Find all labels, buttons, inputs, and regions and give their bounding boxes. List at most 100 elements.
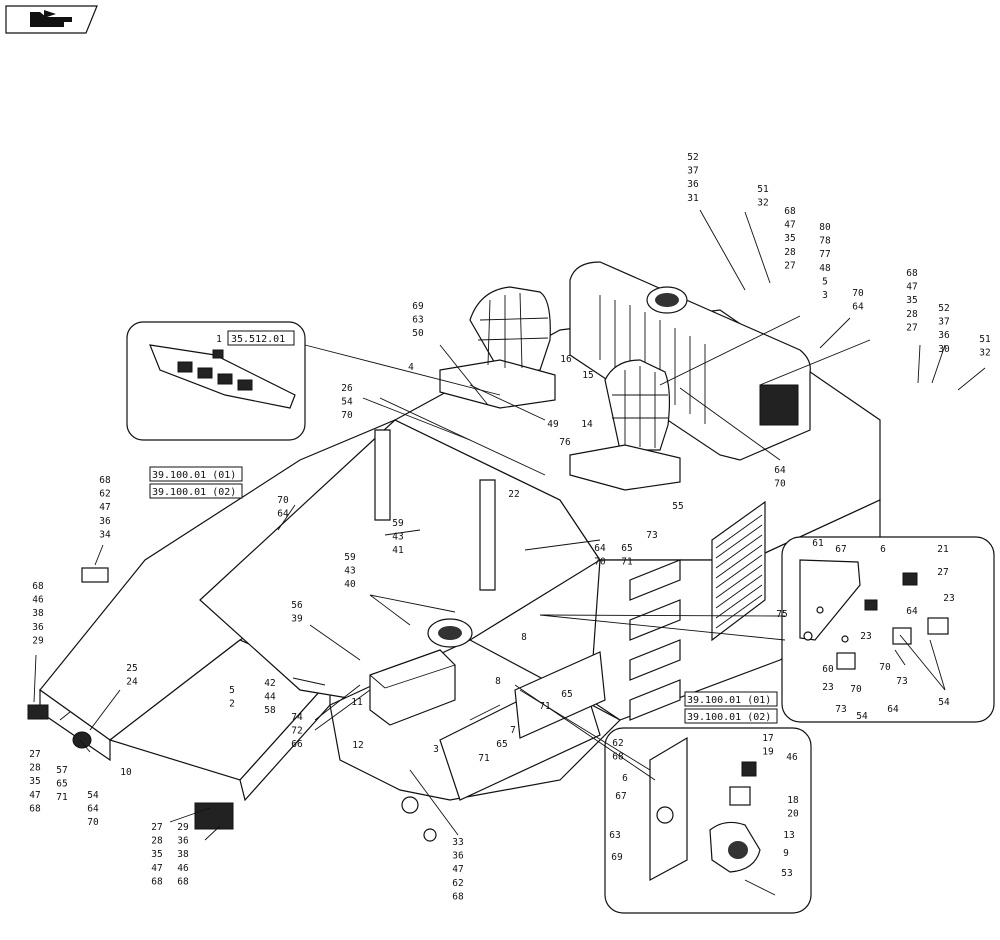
label-part: 64: [887, 704, 899, 715]
callout-number: 31: [687, 193, 699, 204]
label-part: 46: [786, 752, 798, 763]
label-part: 21: [937, 544, 949, 555]
label-part: 60: [822, 664, 834, 675]
single-labels: 4 16 15 49 14 76 22 55 73 8 71 65 8 7 65…: [120, 334, 954, 879]
label-part: 75: [776, 609, 787, 620]
label-part: 53: [781, 868, 792, 879]
callout-number: 69: [412, 301, 424, 312]
label-part: 11: [351, 697, 363, 708]
callout-number: 64: [87, 804, 99, 815]
callout-number: 47: [906, 282, 917, 293]
callout-number: 51: [979, 334, 991, 345]
operator-seat-left: [439, 286, 556, 409]
callout-number: 27: [906, 322, 917, 333]
callout-number: 28: [151, 836, 163, 847]
label-part: 23: [943, 593, 954, 604]
access-steps: [629, 559, 681, 721]
callout-number: 68: [32, 581, 44, 592]
callout-number: 27: [784, 260, 795, 271]
leader-lines: [33, 209, 986, 841]
label-part: 10: [120, 767, 132, 778]
label-part: 22: [508, 489, 519, 500]
callout-number: 39: [291, 614, 303, 625]
label-part: 8: [495, 676, 501, 687]
label-part: 76: [559, 437, 571, 448]
callout-number: 37: [687, 166, 698, 177]
label-part: 63: [609, 830, 620, 841]
callout-number: 54: [341, 397, 353, 408]
callout-number: 68: [151, 876, 163, 887]
callout-number: 47: [784, 220, 795, 231]
side-grille: [711, 500, 766, 642]
label-part: 67: [835, 544, 846, 555]
label-part: 9: [783, 848, 789, 859]
label-part: 8: [521, 632, 527, 643]
callout-number: 51: [757, 184, 769, 195]
callout-number: 35: [784, 233, 795, 244]
callout-number: 50: [412, 328, 424, 339]
callout-number: 64: [852, 302, 864, 313]
callout-number: 43: [344, 566, 355, 577]
callout-number: 54: [87, 790, 99, 801]
callout-number: 44: [264, 692, 276, 703]
callout-number: 18: [787, 795, 799, 806]
callout-number: 36: [99, 516, 111, 527]
callout-number: 33: [452, 837, 463, 848]
callout-number: 70: [277, 495, 289, 506]
callout-number: 34: [99, 529, 111, 540]
inset-relay-bracket: [781, 536, 995, 723]
label-part: 1: [216, 334, 222, 345]
callout-number: 27: [151, 822, 162, 833]
callout-number: 52: [687, 152, 698, 163]
callout-number: 64: [774, 465, 786, 476]
callout-number: 36: [687, 179, 699, 190]
callout-number: 68: [99, 475, 111, 486]
callout-number: 35: [906, 295, 917, 306]
label-part: 73: [896, 676, 907, 687]
callout-number: 52: [938, 303, 949, 314]
callout-number: 59: [392, 518, 404, 529]
machine-frame: [27, 261, 881, 842]
callout-number: 36: [32, 622, 44, 633]
callout-number: 29: [32, 635, 44, 646]
label-part: 73: [835, 704, 846, 715]
callout-number: 30: [938, 344, 950, 355]
callout-number: 25: [126, 663, 137, 674]
callout-number: 62: [99, 489, 110, 500]
label-part: 13: [783, 830, 794, 841]
label-part: 69: [611, 852, 623, 863]
label-part: 61: [812, 538, 824, 549]
callout-number: 71: [56, 792, 68, 803]
callout-number: 68: [452, 891, 464, 902]
label-part: 23: [822, 682, 833, 693]
callout-number: 68: [784, 206, 796, 217]
label-part: 71: [478, 753, 490, 764]
callout-number: 32: [979, 348, 990, 359]
inset-switch-panel: [126, 321, 501, 441]
label-part: 65: [496, 739, 507, 750]
callout-number: 46: [32, 595, 44, 606]
label-part: 49: [547, 419, 559, 430]
callout-number: 2: [229, 699, 235, 710]
ref-39-100-01-02-right: 39.100.01 (02): [687, 712, 771, 723]
label-part: 70: [850, 684, 862, 695]
callout-number: 72: [291, 726, 302, 737]
callout-number: 5: [822, 276, 828, 287]
callout-number: 38: [177, 849, 189, 860]
return-arrow-icon[interactable]: [5, 5, 98, 34]
label-part: 6: [622, 773, 628, 784]
callout-number: 48: [819, 263, 831, 274]
callout-number: 35: [151, 849, 162, 860]
callout-number: 64: [277, 509, 289, 520]
callout-number: 70: [774, 479, 786, 490]
callout-number: 32: [757, 198, 768, 209]
callout-number: 3: [822, 290, 828, 301]
callout-number: 66: [291, 739, 303, 750]
ref-35-512-01: 35.512.01: [231, 334, 285, 345]
label-part: 6: [880, 544, 886, 555]
callout-number: 68: [177, 876, 189, 887]
label-part: 65: [561, 689, 572, 700]
callout-number: 47: [151, 863, 162, 874]
callout-number: 28: [784, 247, 796, 258]
